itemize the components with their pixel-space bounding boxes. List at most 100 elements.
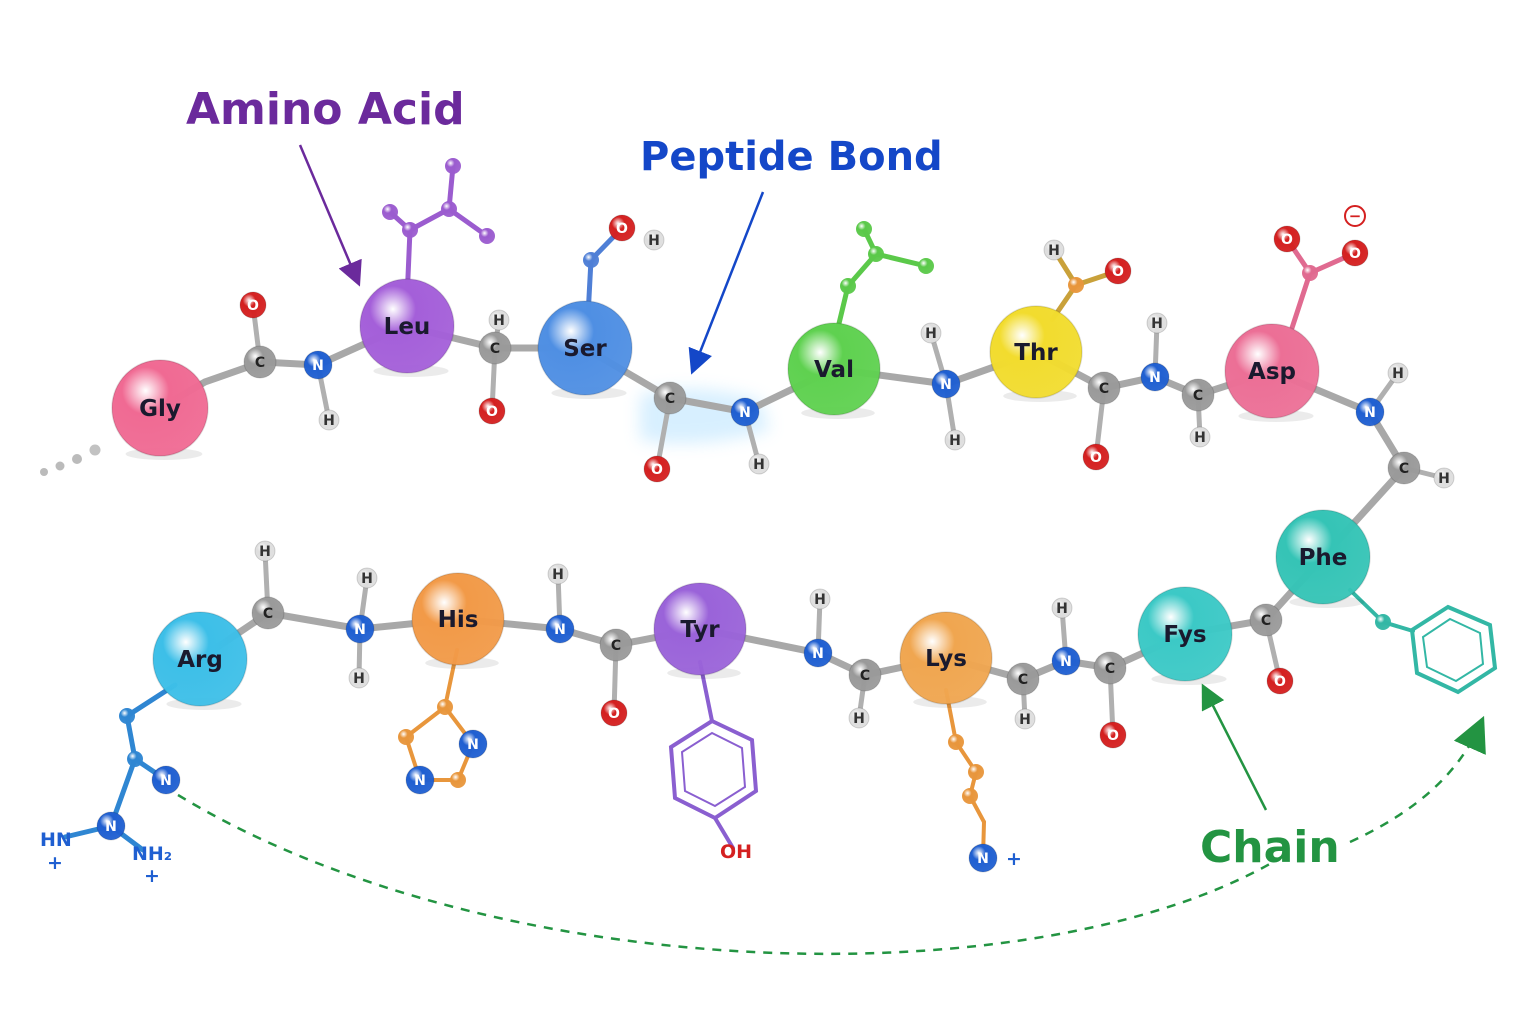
carbon-atom: C — [848, 658, 882, 692]
hydrogen-atom-label: H — [648, 233, 660, 249]
nitrogen-atom-label: N — [105, 819, 117, 835]
hydrogen-atom: H — [1014, 708, 1036, 730]
carbon-atom: C — [1087, 371, 1121, 405]
residue-sphere — [537, 300, 633, 396]
residue-sphere — [899, 611, 993, 705]
residue-label: Val — [814, 357, 854, 383]
residue-leu: Leu — [359, 278, 455, 377]
carbon-atom: C — [1006, 662, 1040, 696]
side-chain-node — [402, 222, 418, 238]
chain-callout: Chain — [1200, 822, 1340, 873]
hydrogen-atom-label: H — [259, 544, 271, 560]
residue-phe: Phe — [1275, 509, 1371, 608]
nitrogen-atom: N — [345, 614, 375, 644]
arg-nh2-label: NH₂ — [132, 843, 172, 865]
callout-arrows — [177, 144, 1486, 956]
residue-sphere — [411, 572, 505, 666]
carbon-atom-label: C — [1261, 613, 1271, 629]
lys-charge: + — [1006, 848, 1022, 870]
carbon-atom: C — [478, 331, 512, 365]
hydrogen-atom-label: H — [1194, 430, 1206, 446]
nitrogen-atom: N — [968, 843, 998, 873]
oxygen-atom-label: O — [1107, 728, 1119, 744]
nitrogen-atom-label: N — [467, 737, 479, 753]
residue-label: Gly — [139, 396, 181, 422]
side-chain-node — [856, 221, 872, 237]
carbon-atom-label: C — [1399, 461, 1409, 477]
hydrogen-atom-label: H — [1019, 712, 1031, 728]
hydrogen-atom: H — [1051, 597, 1073, 619]
carbon-atom-label: C — [1018, 672, 1028, 688]
residue-label: Lys — [925, 646, 967, 672]
residue-val: Val — [787, 322, 881, 419]
carbon-atom-label: C — [1099, 381, 1109, 397]
hydrogen-atom-label: H — [1048, 243, 1060, 259]
residue-fys: Fys — [1137, 586, 1233, 685]
asp-charge: − — [1349, 207, 1362, 225]
nitrogen-atom-label: N — [414, 773, 426, 789]
hydrogen-atom-label: H — [853, 711, 865, 727]
residue-sphere — [1137, 586, 1233, 682]
residue-sphere — [359, 278, 455, 374]
side-chain-node — [127, 751, 143, 767]
hydrogen-atom: H — [809, 588, 831, 610]
oxygen-atom: O — [600, 699, 628, 727]
carbon-atom: C — [1181, 378, 1215, 412]
hydrogen-atom: H — [348, 667, 370, 689]
carbon-atom-label: C — [860, 668, 870, 684]
hydrogen-atom-label: H — [1438, 471, 1450, 487]
nitrogen-atom: N — [1355, 397, 1385, 427]
side-chain-node — [840, 278, 856, 294]
oxygen-atom: O — [478, 397, 506, 425]
nitrogen-atom: N — [96, 811, 126, 841]
side-chain-node — [918, 258, 934, 274]
side-chain-node — [962, 788, 978, 804]
oxygen-atom: O — [1099, 721, 1127, 749]
side-chain-node — [583, 252, 599, 268]
residue-sphere — [111, 359, 209, 457]
residue-label: Ser — [563, 336, 607, 362]
nitrogen-atom: N — [151, 765, 181, 795]
residue-sphere — [653, 582, 747, 676]
side-chain-node — [479, 228, 495, 244]
oxygen-atom-label: O — [651, 462, 663, 478]
residue-sphere — [152, 611, 248, 707]
hydrogen-atom: H — [643, 229, 665, 251]
oxygen-atom-label: O — [247, 298, 259, 314]
residue-asp: Asp — [1224, 323, 1320, 422]
side-chain-node — [441, 201, 457, 217]
oxygen-atom-label: O — [486, 404, 498, 420]
carbon-atom: C — [1093, 651, 1127, 685]
hydrogen-atom: H — [920, 322, 942, 344]
side-chain-node — [382, 204, 398, 220]
nitrogen-atom: N — [730, 397, 760, 427]
carbon-atom: C — [251, 596, 285, 630]
side-chain-node — [1302, 265, 1318, 281]
hydrogen-atom-label: H — [1151, 316, 1163, 332]
nitrogen-atom: N — [1140, 362, 1170, 392]
nitrogen-atom-label: N — [739, 405, 751, 421]
nitrogen-atom: N — [1051, 646, 1081, 676]
residue-label: Asp — [1248, 359, 1296, 385]
oxygen-atom-label: O — [1112, 264, 1124, 280]
nitrogen-atom-label: N — [977, 851, 989, 867]
carbon-atom: C — [599, 628, 633, 662]
hydrogen-atom: H — [547, 563, 569, 585]
hydrogen-atom: H — [1043, 239, 1065, 261]
side-chain-node — [450, 772, 466, 788]
carbon-atom-label: C — [611, 638, 621, 654]
carbon-atom: C — [243, 345, 277, 379]
hydrogen-atom-label: H — [814, 592, 826, 608]
oxygen-atom-label: O — [1281, 232, 1293, 248]
residue-label: Fys — [1163, 622, 1206, 648]
residue-lys: Lys — [899, 611, 993, 708]
nitrogen-atom-label: N — [312, 358, 324, 374]
nitrogen-atom: N — [303, 350, 333, 380]
hydrogen-atom: H — [944, 429, 966, 451]
arg-nh2-charge: + — [144, 865, 160, 887]
hydrogen-atom-label: H — [353, 671, 365, 687]
oxygen-atom: O — [239, 291, 267, 319]
oxygen-atom-label: O — [1349, 246, 1361, 262]
